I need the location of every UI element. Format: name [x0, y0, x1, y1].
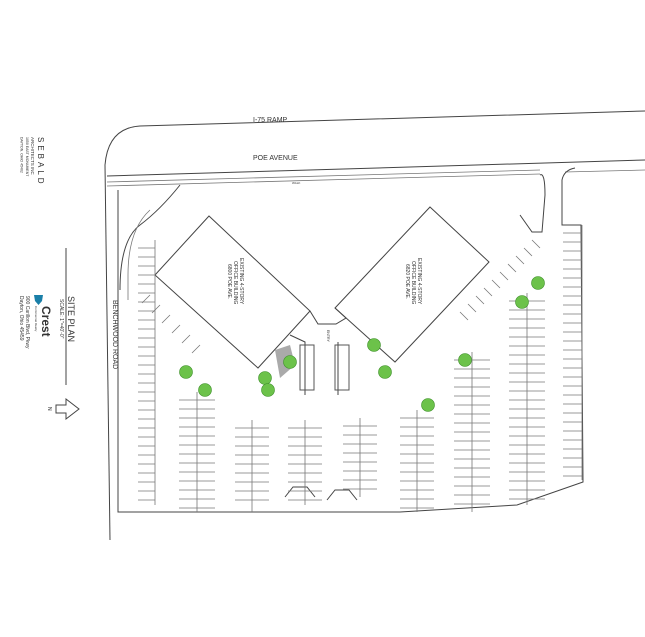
- architect-name: SEBALD: [36, 137, 45, 187]
- parking-stall: [191, 344, 201, 354]
- crest-logo-text: Crest: [39, 306, 53, 337]
- north-arrow-icon: [55, 397, 80, 421]
- tree-icon: [283, 355, 297, 369]
- roads: I-75 RAMP POE AVENUE WALK BENCHWOOD ROAD: [104, 110, 645, 541]
- entry-plaza: ENTRY: [275, 307, 350, 395]
- tree-icon: [367, 338, 381, 352]
- title-block: SEBALD ARCHITECTS INC 1050 EAST MONUMENT…: [18, 137, 80, 421]
- parking-stall: [151, 304, 161, 314]
- road-label-benchwood-road: BENCHWOOD ROAD: [111, 300, 118, 369]
- building-address: 6800 POE AVE.: [226, 264, 232, 299]
- building-6820: EXISTING 4-STORY OFFICE BUILDING 6820 PO…: [334, 206, 490, 363]
- parking-stall: [515, 255, 525, 265]
- tree-icon: [258, 371, 272, 385]
- road-label-poe-avenue: POE AVENUE: [253, 155, 298, 162]
- architect-address-2: DAYTON, OHIO 45402: [20, 137, 24, 173]
- parking-stall: [141, 294, 151, 304]
- road-label-i75-ramp: I-75 RAMP: [253, 117, 288, 124]
- tree-icon: [421, 398, 435, 412]
- north-label: N: [46, 407, 52, 411]
- tree-icon: [531, 276, 545, 290]
- building-6820-outline: [334, 206, 490, 363]
- parking-stall: [467, 303, 477, 313]
- parking-stall: [171, 324, 181, 334]
- client-address-1: 900 Carillon Blvd, Pkwy: [24, 296, 30, 349]
- walk-label: WALK: [292, 181, 300, 185]
- trees: [179, 276, 545, 412]
- parking-stall: [523, 247, 533, 257]
- sheet-scale: SCALE: 1"=40'-0": [58, 299, 64, 339]
- architect-sub: ARCHITECTS INC: [30, 137, 35, 176]
- sheet-title-block: SITE PLAN SCALE: 1"=40'-0": [58, 296, 76, 342]
- crest-tagline: Commercial Realty: [34, 306, 38, 332]
- building-label: EXISTING 4-STORY: [238, 258, 244, 305]
- parking-stall: [507, 263, 517, 273]
- parking-stall: [459, 311, 469, 321]
- entry-label: ENTRY: [326, 330, 330, 342]
- lot-boundary: [117, 167, 584, 513]
- tree-icon: [198, 383, 212, 397]
- tree-icon: [458, 353, 472, 367]
- parking-stall: [181, 334, 191, 344]
- parking-stall: [161, 314, 171, 324]
- client-address-2: Dayton, Ohio 45459: [18, 296, 24, 341]
- building-6800: EXISTING 4-STORY OFFICE BUILDING 6800 PO…: [154, 215, 311, 369]
- parking-stall: [499, 271, 509, 281]
- building-label: EXISTING 4-STORY: [416, 258, 422, 305]
- crest-logo-icon: [34, 295, 43, 305]
- tree-icon: [515, 295, 529, 309]
- north-arrow: N: [46, 397, 80, 421]
- parking-stall: [483, 287, 493, 297]
- sheet-title: SITE PLAN: [66, 296, 76, 342]
- building-address: 6820 POE AVE.: [404, 264, 410, 299]
- crest-logo: Crest Commercial Realty 900 Carillon Blv…: [18, 295, 53, 349]
- parking-stall: [531, 239, 541, 249]
- tree-icon: [261, 383, 275, 397]
- building-6800-outline: [154, 215, 311, 369]
- building-label: OFFICE BUILDING: [410, 261, 416, 304]
- parking-stall: [475, 295, 485, 305]
- tree-icon: [179, 365, 193, 379]
- hatched-planter: [334, 344, 350, 391]
- parking-stall: [491, 279, 501, 289]
- building-label: OFFICE BUILDING: [232, 261, 238, 304]
- tree-icon: [378, 365, 392, 379]
- parking-stalls: [138, 225, 583, 512]
- hatched-planter: [299, 344, 315, 391]
- architect-address-1: 1050 EAST MONUMENT: [25, 137, 29, 177]
- architect-block: SEBALD ARCHITECTS INC 1050 EAST MONUMENT…: [20, 137, 46, 187]
